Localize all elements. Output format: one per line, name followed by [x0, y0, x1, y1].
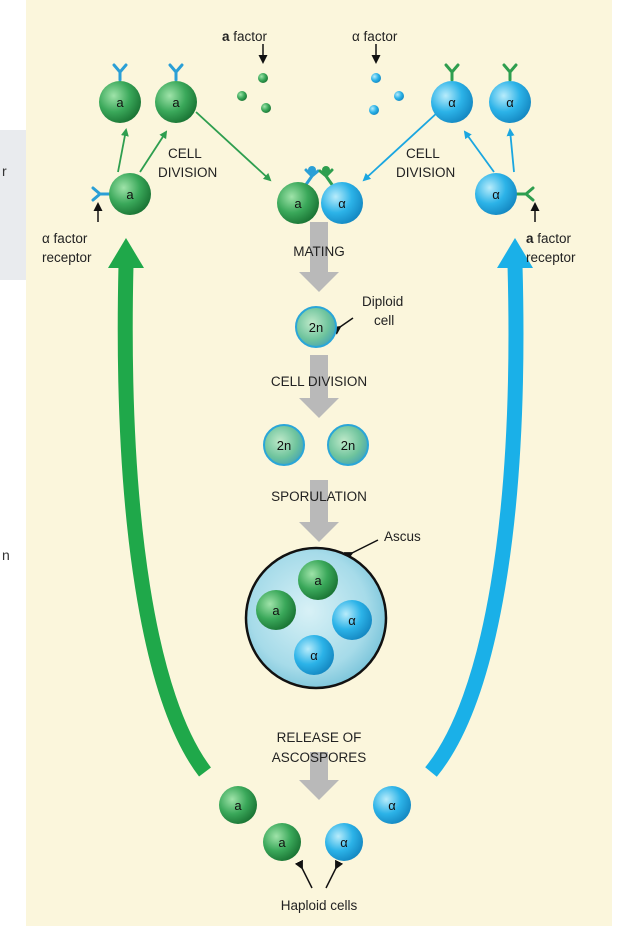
process-arrows [299, 222, 339, 800]
cell-division-left-line2: DIVISION [158, 165, 217, 180]
a-cell-label: a [234, 798, 242, 813]
a-cell-label: a [126, 187, 134, 202]
sporulation-arrow [299, 480, 339, 542]
alpha-cell-label: α [348, 613, 356, 628]
sporulation-label: SPORULATION [271, 489, 367, 504]
alpha-receptor-label-line2: receptor [42, 250, 92, 265]
faded-page-fragment [0, 130, 26, 280]
green-return-arrow [108, 238, 211, 777]
ascus: a a α α [244, 546, 388, 690]
alpha-factor-molecules [369, 73, 404, 115]
haploid-pointer-left [294, 859, 313, 889]
diploid-label-line1: Diploid [362, 294, 403, 309]
diploid-label: 2n [277, 438, 291, 453]
a-factor-label: a factor [222, 29, 268, 44]
alpha-cell-label: α [448, 95, 456, 110]
alpha-cell-dividing: α [475, 173, 535, 215]
haploid-alpha-2: α [373, 786, 411, 824]
alpha-cell-label: α [492, 187, 500, 202]
alpha-receptor-label-line1: α factor [42, 231, 88, 246]
release-label-line2: ASCOSPORES [272, 750, 367, 765]
diploid-pointer [331, 317, 354, 335]
a-cell-label: a [172, 95, 180, 110]
right-division-arrows [362, 111, 515, 182]
haploid-a-1: a [219, 786, 257, 824]
alpha-cell-label: α [338, 196, 346, 211]
a-factor-molecules [237, 73, 271, 113]
alpha-cell-label: α [310, 648, 318, 663]
cell-division-right-line2: DIVISION [396, 165, 455, 180]
blue-return-arrow [425, 238, 533, 777]
diploid-label-line2: cell [374, 313, 394, 328]
a-receptor-label-bold: a [526, 231, 534, 246]
diploid-cell-left: 2n [263, 424, 305, 466]
mating-arrow [299, 222, 339, 292]
diploid-cell-right: 2n [327, 424, 369, 466]
ascus-pointer [343, 539, 379, 561]
mating-pair: a α [277, 166, 363, 224]
a-receptor-label-line2: receptor [526, 250, 576, 265]
haploid-alpha-1: α [325, 823, 363, 861]
left-division-arrows [117, 111, 272, 182]
a-cell-label: a [278, 835, 286, 850]
release-label-line1: RELEASE OF [277, 730, 362, 745]
ascus-label: Ascus [384, 529, 421, 544]
a-cell-dividing: a [91, 173, 151, 215]
a-cell-top-2: a [155, 63, 197, 123]
alpha-cell-top-1: α [431, 63, 473, 123]
alpha-cell-label: α [340, 835, 348, 850]
alpha-factor-label: α factor [352, 29, 398, 44]
cell-division-left-line1: CELL [168, 146, 202, 161]
release-arrow [299, 752, 339, 800]
edge-fragment-text: r [2, 163, 7, 179]
a-factor-label-rest: factor [230, 29, 268, 44]
haploid-pointer-right [325, 859, 344, 889]
a-cell-label: a [314, 573, 322, 588]
a-factor-label-bold: a [222, 29, 230, 44]
a-receptor-label-rest: factor [534, 231, 572, 246]
alpha-cell-top-2: α [489, 63, 531, 123]
haploid-a-2: a [263, 823, 301, 861]
diploid-label: 2n [309, 320, 323, 335]
a-cell-label: a [294, 196, 302, 211]
a-cell-top-1: a [99, 63, 141, 123]
mating-label: MATING [293, 244, 345, 259]
edge-fragment-text-2: n [2, 547, 10, 563]
alpha-cell-label: α [506, 95, 514, 110]
a-receptor-label-line1: a factor [526, 231, 572, 246]
diploid-label: 2n [341, 438, 355, 453]
cell-division-center-label: CELL DIVISION [271, 374, 367, 389]
cell-division-right-line1: CELL [406, 146, 440, 161]
alpha-cell-label: α [388, 798, 396, 813]
haploid-cells-label: Haploid cells [281, 898, 358, 913]
cell-division-arrow [299, 355, 339, 418]
a-cell-label: a [116, 95, 124, 110]
diploid-cell: 2n [295, 306, 337, 348]
a-cell-label: a [272, 603, 280, 618]
